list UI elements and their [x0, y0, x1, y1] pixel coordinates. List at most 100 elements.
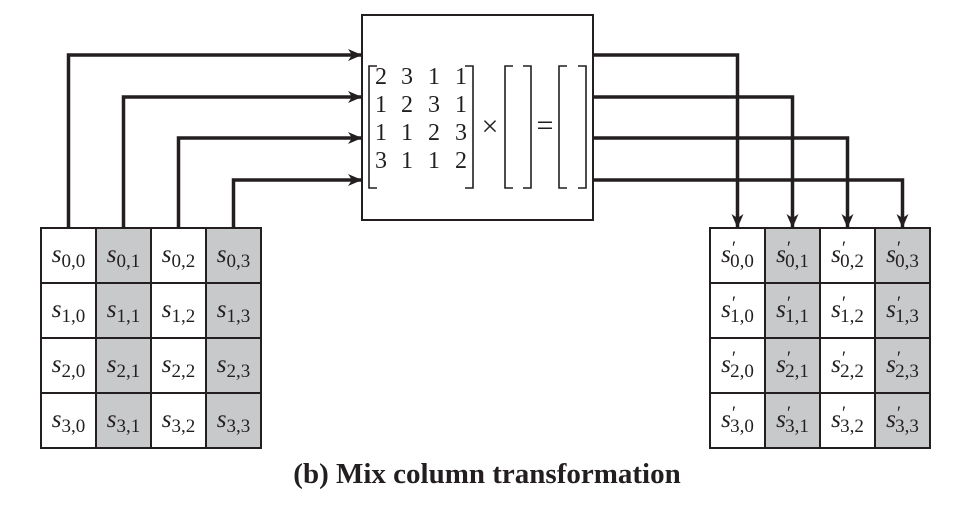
- output-cell: s′0,2: [819, 227, 876, 284]
- input-cell-background: [150, 227, 207, 284]
- output-cell-label: s′1,1: [776, 293, 809, 327]
- input-arrow: [121, 91, 362, 228]
- input-arrow: [66, 49, 362, 228]
- output-cell-background: [819, 227, 876, 284]
- matrix-entry: 1: [375, 120, 387, 146]
- input-cell: s0,2: [150, 227, 207, 284]
- matrix-entry: 2: [428, 120, 440, 146]
- input-cell-label: s0,0: [52, 241, 85, 272]
- matrix-left-bracket: [368, 65, 377, 189]
- input-cell-label: s1,2: [162, 296, 195, 327]
- input-cell: s3,3: [205, 392, 262, 449]
- input-arrow: [176, 132, 362, 228]
- input-cell-background: [205, 337, 262, 394]
- matrix-entry: 3: [455, 120, 467, 146]
- input-cell: s2,0: [40, 337, 97, 394]
- output-cell: s′3,1: [764, 392, 821, 449]
- output-cell-background: [709, 282, 766, 339]
- matrix-entry: 3: [401, 64, 413, 90]
- column-vector-left-bracket: [504, 65, 513, 189]
- output-cell: s′2,2: [819, 337, 876, 394]
- input-cell-label: s3,2: [162, 406, 195, 437]
- input-cell-label: s3,1: [107, 406, 140, 437]
- output-state-grid: s′0,0 s′0,1 s′0,2 s′0,3 s′1,0 s′1,1 s′1,2 s′1,3…: [709, 227, 931, 449]
- matrix-box: [361, 14, 594, 221]
- input-cell-label: s2,2: [162, 351, 195, 382]
- output-cell: s′1,1: [764, 282, 821, 339]
- output-cell-background: [874, 227, 931, 284]
- matrix-entry: 3: [375, 148, 387, 174]
- output-cell-label: s′1,2: [831, 293, 864, 327]
- output-cell-label: s′3,3: [886, 403, 919, 437]
- input-cell: s3,2: [150, 392, 207, 449]
- matrix-entry: 1: [428, 148, 440, 174]
- output-cell: s′2,0: [709, 337, 766, 394]
- output-cell-label: s′0,2: [831, 238, 864, 272]
- input-cell: s2,3: [205, 337, 262, 394]
- output-cell-label: s′1,3: [886, 293, 919, 327]
- output-cell: s′2,3: [874, 337, 931, 394]
- output-cell-background: [764, 392, 821, 449]
- figure-caption: (b) Mix column transformation: [293, 458, 681, 490]
- input-cell-label: s2,1: [107, 351, 140, 382]
- matrix-entry: 1: [455, 92, 467, 118]
- input-cell-label: s1,3: [217, 296, 250, 327]
- matrix-entry: 2: [401, 92, 413, 118]
- output-arrow: [593, 95, 799, 228]
- matrix-entry: 1: [401, 148, 413, 174]
- input-cell-label: s3,0: [52, 406, 85, 437]
- output-cell: s′1,0: [709, 282, 766, 339]
- output-cell-label: s′1,0: [721, 293, 754, 327]
- input-cell: s1,0: [40, 282, 97, 339]
- input-cell: s2,1: [95, 337, 152, 394]
- input-cell: s3,1: [95, 392, 152, 449]
- input-cell-background: [205, 227, 262, 284]
- input-cell: s0,0: [40, 227, 97, 284]
- output-cell: s′2,1: [764, 337, 821, 394]
- output-cell-background: [874, 392, 931, 449]
- input-cell: s1,1: [95, 282, 152, 339]
- output-cell-background: [819, 282, 876, 339]
- input-cell: s1,3: [205, 282, 262, 339]
- input-cell: s0,3: [205, 227, 262, 284]
- input-cell-label: s0,2: [162, 241, 195, 272]
- matrix-entry: 1: [401, 120, 413, 146]
- multiply-symbol: ×: [482, 110, 499, 143]
- matrix-entry: 1: [375, 92, 387, 118]
- output-cell: s′1,2: [819, 282, 876, 339]
- input-cell-label: s2,3: [217, 351, 250, 382]
- input-cell-background: [205, 282, 262, 339]
- output-arrow: [593, 53, 744, 228]
- output-cell-label: s′2,3: [886, 348, 919, 382]
- matrix-entry: 2: [455, 148, 467, 174]
- output-cell-background: [709, 392, 766, 449]
- output-cell: s′3,0: [709, 392, 766, 449]
- input-cell: s0,1: [95, 227, 152, 284]
- output-cell-label: s′0,1: [776, 238, 809, 272]
- input-cell-background: [40, 392, 97, 449]
- result-vector-left-bracket: [558, 65, 567, 189]
- output-cell: s′0,1: [764, 227, 821, 284]
- input-arrow: [231, 174, 362, 228]
- matrix-entry: 3: [428, 92, 440, 118]
- output-cell: s′0,3: [874, 227, 931, 284]
- column-vector-right-bracket: [523, 65, 532, 189]
- input-cell: s3,0: [40, 392, 97, 449]
- input-cell-label: s2,0: [52, 351, 85, 382]
- output-cell-label: s′0,3: [886, 238, 919, 272]
- input-cell-label: s0,1: [107, 241, 140, 272]
- output-cell-label: s′0,0: [721, 238, 754, 272]
- output-cell-background: [874, 282, 931, 339]
- matrix-entry: 1: [455, 64, 467, 90]
- output-cell-background: [819, 392, 876, 449]
- output-arrow: [593, 136, 854, 228]
- matrix-entry: 1: [428, 64, 440, 90]
- output-cell-label: s′3,0: [721, 403, 754, 437]
- matrix-right-bracket: [465, 65, 474, 189]
- output-cell: s′0,0: [709, 227, 766, 284]
- output-cell-label: s′3,1: [776, 403, 809, 437]
- output-cell-label: s′3,2: [831, 403, 864, 437]
